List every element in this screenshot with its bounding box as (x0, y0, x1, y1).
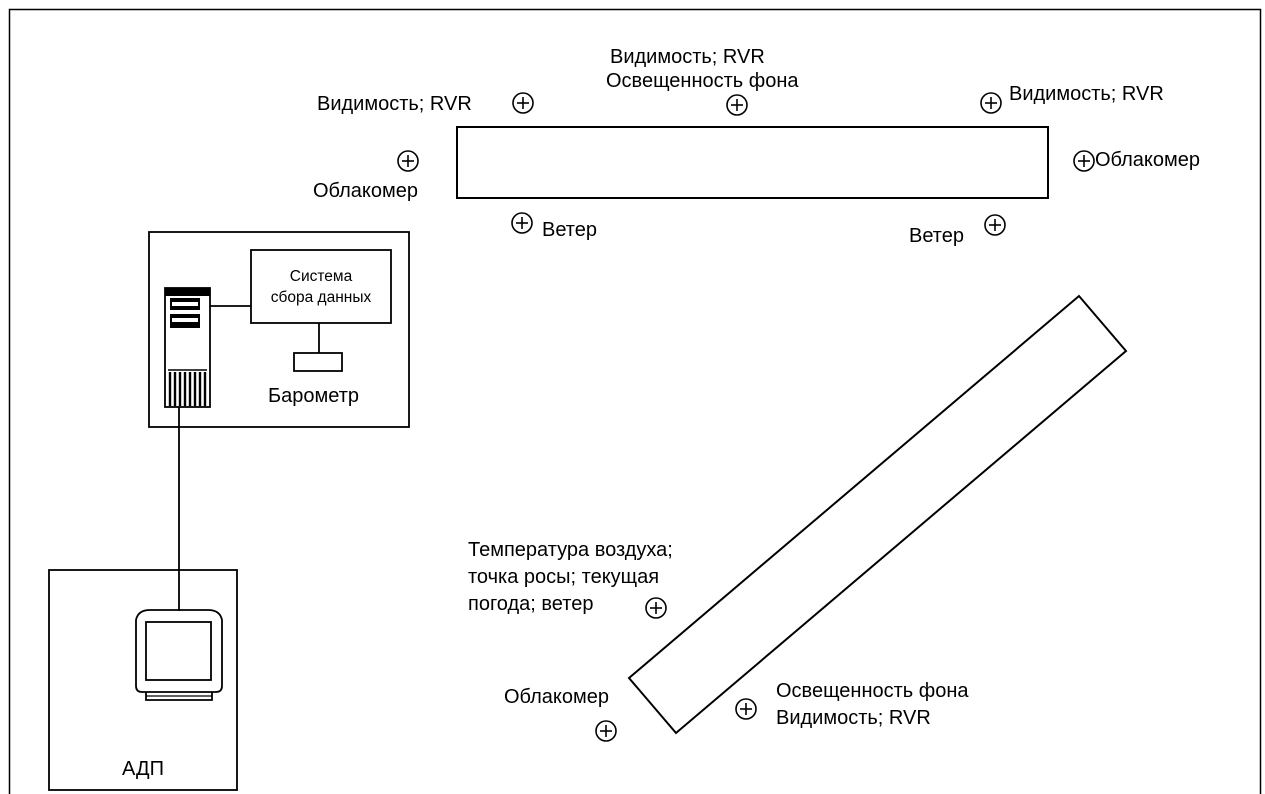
ceilometer-left: Облакомер (313, 150, 419, 202)
sensor-plus-icon (980, 92, 1002, 114)
sensor-plus-icon (595, 720, 617, 742)
sensor-label: Видимость; RVR (317, 93, 472, 115)
sensor-label-line2: Видимость; RVR (776, 707, 931, 729)
data-acquisition-system: Система сбора данных (250, 249, 392, 324)
sensor-plus-icon (735, 698, 757, 720)
ceilometer-label: Облакомер (1095, 149, 1200, 171)
sensor-plus-icon (726, 94, 748, 116)
wind-sensor-bottom-right: Ветер (909, 214, 1006, 247)
sensor-plus-icon (397, 150, 419, 172)
sensor-plus-icon (1073, 150, 1095, 172)
sensor-plus-icon (984, 214, 1006, 236)
visibility-luminance-sensor-top-middle: Видимость; RVR Освещенность фона (606, 46, 799, 116)
runway-diagonal (627, 294, 1128, 735)
ceilometer-right: Облакомер (1073, 149, 1200, 172)
luminance-visibility-sensor-diagonal: Освещенность фона Видимость; RVR (735, 680, 969, 729)
weather-label-line3: погода; ветер (468, 593, 593, 615)
sensor-plus-icon (645, 597, 667, 619)
atc-label: АДП (122, 758, 164, 780)
data-system-label-line2: сбора данных (271, 289, 372, 306)
diagram-frame (8, 8, 1262, 794)
equipment-room (148, 231, 410, 428)
visibility-sensor-top-right: Видимость; RVR (980, 83, 1164, 114)
sensor-plus-icon (511, 212, 533, 234)
ceilometer-label: Облакомер (313, 180, 418, 202)
weather-label-line1: Температура воздуха; (468, 539, 673, 561)
atc-room (48, 569, 238, 791)
sensor-label-line1: Освещенность фона (776, 680, 969, 702)
wind-label: Ветер (542, 219, 597, 241)
wind-sensor-bottom-left: Ветер (511, 212, 597, 241)
wind-label: Ветер (909, 225, 964, 247)
barometer: Барометр (268, 352, 359, 407)
sensor-label: Видимость; RVR (1009, 83, 1164, 105)
sensor-label-line1: Видимость; RVR (610, 46, 765, 68)
barometer-label: Барометр (268, 385, 359, 407)
ceilometer-label: Облакомер (504, 686, 609, 708)
monitor-icon (135, 609, 223, 701)
sensor-plus-icon (512, 92, 534, 114)
data-system-label-line1: Система (290, 268, 353, 285)
weather-label-line2: точка росы; текущая (468, 566, 659, 588)
runway-horizontal (456, 126, 1049, 199)
ceilometer-diagonal: Облакомер (504, 686, 617, 742)
server-tower-icon (164, 287, 211, 408)
sensor-label-line2: Освещенность фона (606, 70, 799, 92)
weather-station: Температура воздуха; точка росы; текущая… (468, 539, 673, 619)
visibility-sensor-top-left: Видимость; RVR (317, 92, 534, 115)
